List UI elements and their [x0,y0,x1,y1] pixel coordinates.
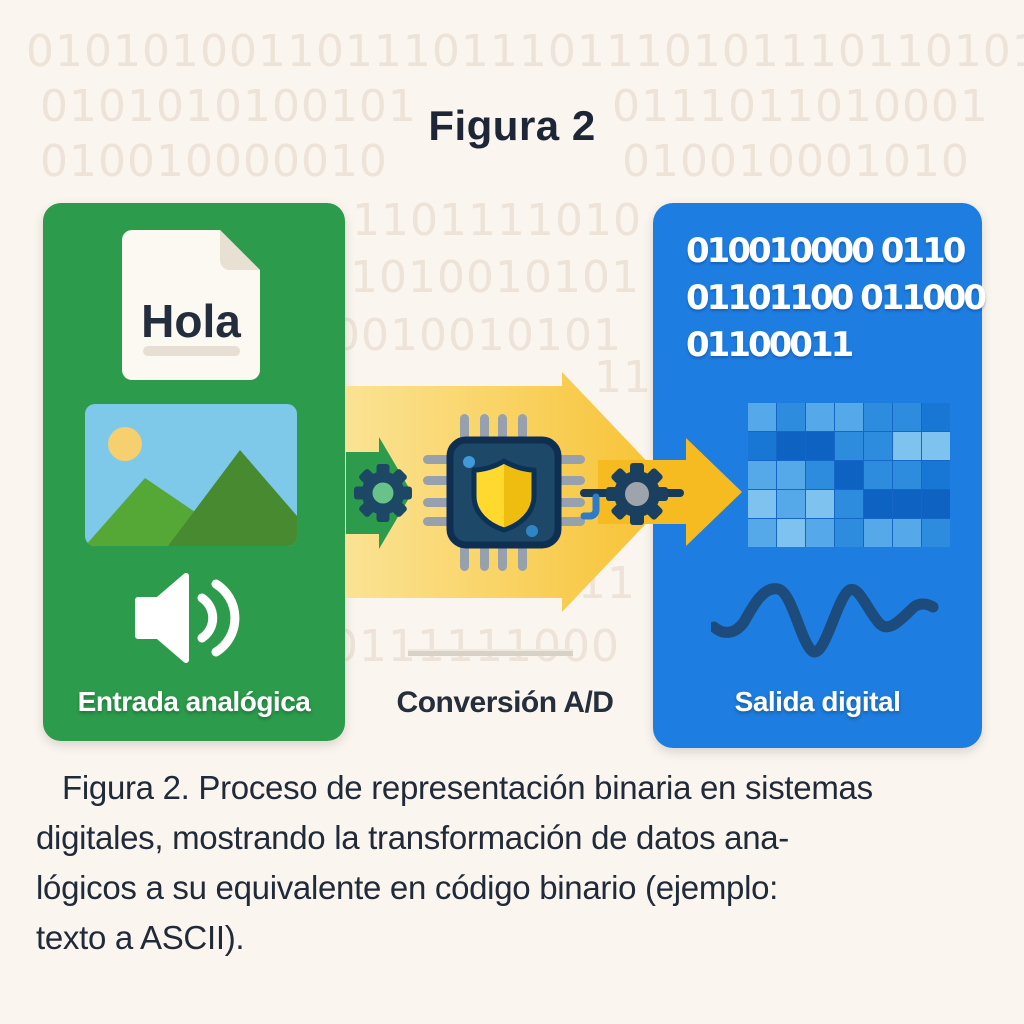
document-text: Hola [141,295,241,347]
pixel-cell [777,461,805,489]
chip-dot [526,525,538,537]
analog-input-panel: Hola Entrada analógica [43,203,345,741]
sun-icon [108,427,142,461]
background-binary-row: 1010010101 [350,252,640,303]
background-binary-row: 0111111000 [330,621,620,672]
pixel-cell [835,461,863,489]
pixel-cell [864,432,892,460]
pixel-cell [893,519,921,547]
chip-dot [463,456,475,468]
background-binary-row: 010010000010 [40,136,388,187]
pixel-cell [893,490,921,518]
caption-line: texto a ASCII). [36,919,245,956]
figure-title: Figura 2 [428,102,596,149]
pixel-cell [806,519,834,547]
pixel-cell [864,403,892,431]
pixel-cell [777,519,805,547]
background-binary-row: 01010100110111011101110101110110101 [26,26,1024,77]
pixel-cell [748,461,776,489]
shield-icon [471,458,537,533]
pixel-cell [835,490,863,518]
pixel-grid [748,403,950,547]
caption-line: lógicos a su equivalente en código binar… [36,869,779,906]
conversion-label: Conversión A/D [396,686,614,719]
pixel-cell [864,519,892,547]
pixel-cell [806,461,834,489]
image-icon [85,404,297,546]
background-binary-row: 11 [594,352,652,403]
pixel-cell [864,461,892,489]
background-binary-row: 0010010101 [332,310,622,361]
analog-input-label: Entrada analógica [77,686,311,717]
mountain-dark [168,450,297,546]
pixel-cell [777,432,805,460]
chip-pins [423,414,585,571]
pixel-cell [748,490,776,518]
chip-icon [446,436,562,549]
document-underline [143,346,240,356]
binary-text-line: 01100011 [686,325,854,365]
background-binary-row: 0101010100101 [40,81,417,132]
figure-caption: Figura 2. Proceso de representación bina… [36,763,996,963]
pixel-cell [777,403,805,431]
green-arrow-icon [346,437,412,549]
pixel-cell [748,432,776,460]
digital-output-label: Salida digital [734,686,901,717]
background-binary-row: 11 [578,558,636,609]
document-icon-shape [122,230,260,380]
speaker-icon-shape [135,573,240,663]
pixel-cell [806,432,834,460]
wave-icon [711,583,939,658]
binary-text-line: 01101100 011000 [686,278,987,318]
pixel-cell [922,403,950,431]
pixel-cell [835,403,863,431]
pixel-cell [922,490,950,518]
pixel-cell [748,519,776,547]
caption-line: digitales, mostrando la transformación d… [36,819,789,856]
pixel-cell [835,519,863,547]
pixel-cell [893,461,921,489]
pixel-cell [777,490,805,518]
background-binary-row: 010010001010 [622,136,970,187]
background-binary-row: 0111011010001 [612,81,989,132]
pixel-cell [922,432,950,460]
binary-text-line: 010010000 0110 [686,231,966,271]
image-icon-shape [85,404,297,546]
pixel-cell [806,490,834,518]
pixel-cell [806,403,834,431]
gear-icon-left [354,464,412,522]
background-binary-row: 1101111010 [352,195,642,246]
pixel-cell [922,461,950,489]
caption-line: Figura 2. Proceso de representación bina… [62,769,873,806]
digital-output-panel: 010010000 0110 01101100 011000 01100011 … [653,203,987,748]
document-icon: Hola [120,228,262,382]
speaker-icon [132,568,242,668]
pixel-cell [864,490,892,518]
pixel-cell [748,403,776,431]
divider-line [408,649,573,656]
circuit-wire-blue [580,493,600,520]
pixel-cell [835,432,863,460]
pixel-cell [893,432,921,460]
pixel-cell [922,519,950,547]
pixel-cell [893,403,921,431]
